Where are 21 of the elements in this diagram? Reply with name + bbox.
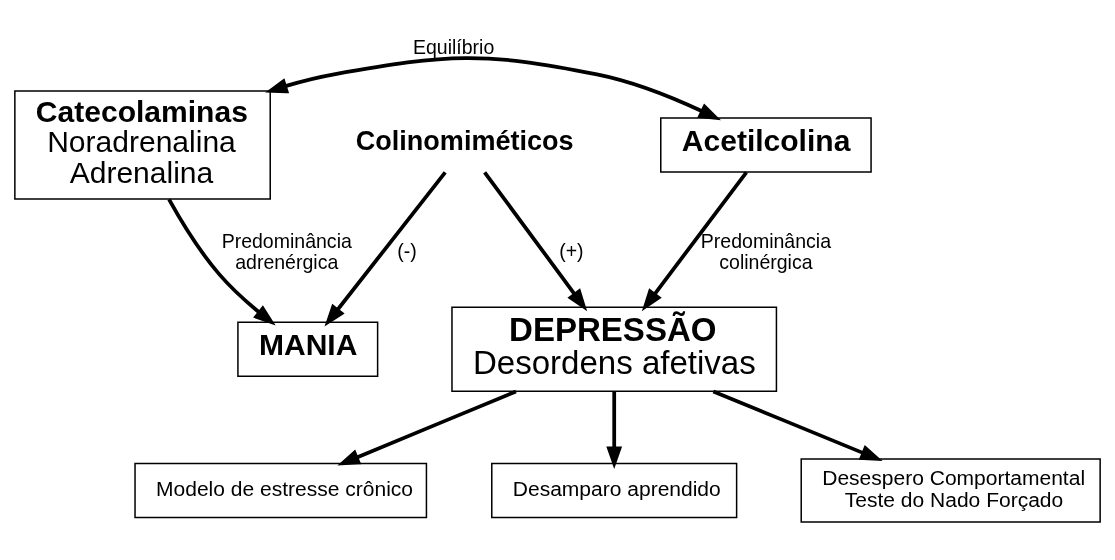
- node-text: Colinomiméticos: [355, 126, 574, 157]
- node-box: Desespero Comportamental Teste do Nado Forçado: [800, 458, 1101, 523]
- arrow: [337, 389, 517, 466]
- edge-label: Predominância colinérgica: [700, 229, 832, 273]
- arrow: [712, 389, 883, 461]
- node-box: Catecolaminas Noradrenalina Adrenalina: [14, 90, 271, 200]
- edge-label: Predominância adrenérgica: [221, 229, 352, 273]
- arrow: [606, 391, 623, 469]
- arrow: [167, 198, 276, 326]
- arrow: [641, 171, 748, 312]
- node-box: MANIA: [237, 321, 379, 378]
- node-box: Desamparo aprendido: [491, 462, 738, 519]
- node-box: Modelo de estresse crônico: [134, 462, 428, 519]
- node-box: Acetilcolina: [660, 117, 872, 173]
- edge-label: (+): [559, 240, 584, 263]
- arrow: [265, 56, 721, 121]
- edge-label: (-): [397, 240, 417, 263]
- arrow: [483, 171, 588, 312]
- node-box: DEPRESSÃO Desordens afetivas: [451, 306, 778, 393]
- arrow: [324, 171, 447, 327]
- edge-label: Equilíbrio: [412, 35, 495, 58]
